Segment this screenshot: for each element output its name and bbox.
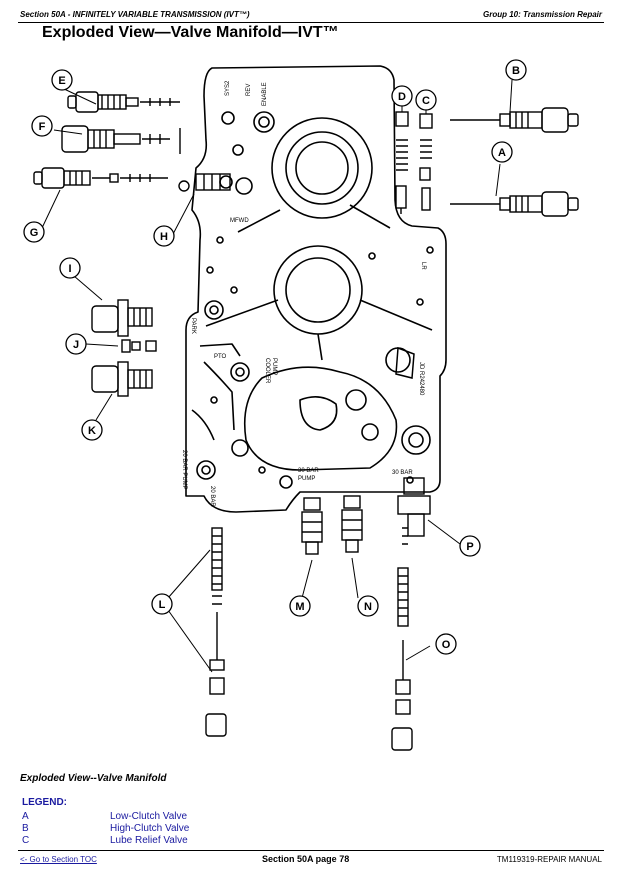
- label-sys2: SYS2: [225, 80, 231, 96]
- section-toc-link[interactable]: <- Go to Section TOC: [20, 855, 97, 864]
- solenoid-valve-i: [91, 299, 153, 337]
- valve-c-stack: [419, 113, 433, 211]
- legend-key: C: [22, 835, 30, 846]
- label-30bar-pump: 30 BAR: [298, 468, 319, 474]
- legend-label: Lube Relief Valve: [110, 835, 188, 846]
- legend-label: Low-Clutch Valve: [110, 811, 188, 822]
- solenoid-valve-g: [33, 167, 168, 189]
- middle-bore: [273, 245, 363, 335]
- callout-p: P: [466, 541, 473, 553]
- figure-caption: Exploded View--Valve Manifold: [20, 773, 167, 784]
- callout-e: E: [58, 75, 65, 87]
- callout-j: J: [73, 339, 79, 351]
- solenoid-valve-a: [450, 191, 579, 217]
- legend-row-c: C Lube Relief Valve: [22, 835, 188, 846]
- group-header: Group 10: Transmission Repair: [483, 10, 602, 19]
- callout-o: O: [442, 639, 451, 651]
- solenoid-valve-b: [450, 107, 579, 133]
- label-30bar: 30 BAR: [392, 470, 413, 476]
- footer-rule: [18, 850, 604, 851]
- valve-p: [397, 477, 431, 545]
- label-20bar: 20 BAR: [209, 486, 215, 507]
- manifold-housing: [185, 65, 447, 513]
- label-mfwd: MFWD: [230, 218, 249, 224]
- cartridge-m: [301, 497, 323, 555]
- label-cooler-pump: PUMP: [271, 358, 277, 375]
- label-lr: LR: [420, 262, 426, 270]
- callout-d: D: [398, 91, 406, 103]
- cartridge-n: [341, 495, 363, 553]
- page-number: Section 50A page 78: [262, 854, 350, 864]
- valve-h: [178, 173, 231, 192]
- label-rev: REV: [246, 84, 252, 96]
- spool-assembly-l: [205, 527, 227, 737]
- label-pump: PUMP: [298, 476, 315, 482]
- callout-l: L: [159, 599, 166, 611]
- callout-f: F: [39, 121, 46, 133]
- callout-n: N: [364, 601, 372, 613]
- solenoid-valve-e: [67, 91, 180, 113]
- legend-key: A: [22, 811, 29, 822]
- legend-row-b: B High-Clutch Valve: [22, 823, 189, 834]
- label-part-number: JD R242480: [418, 362, 424, 396]
- callout-g: G: [30, 227, 39, 239]
- jd-logo: [395, 346, 415, 379]
- fitting-j: [121, 339, 157, 353]
- legend-title: LEGEND:: [22, 797, 67, 808]
- legend-label: High-Clutch Valve: [110, 823, 190, 834]
- callout-b: B: [512, 65, 520, 77]
- header-rule: [18, 22, 604, 23]
- label-pto: PTO: [214, 354, 227, 360]
- callout-m: M: [295, 601, 304, 613]
- solenoid-valve-f: [61, 125, 181, 154]
- label-enable: ENABLE: [262, 82, 268, 106]
- spool-assembly-o: [391, 567, 413, 751]
- legend-key: B: [22, 823, 29, 834]
- label-20bar-pump: 20 BAR PUMP: [181, 450, 187, 490]
- section-header: Section 50A - INFINITELY VARIABLE TRANSM…: [20, 10, 250, 19]
- callout-h: H: [160, 231, 168, 243]
- valve-d-stack: [395, 111, 409, 214]
- callout-a: A: [498, 147, 506, 159]
- callout-k: K: [88, 425, 96, 437]
- label-park: PARK: [190, 318, 196, 334]
- callout-i: I: [68, 263, 71, 275]
- solenoid-valve-k: [91, 361, 153, 397]
- manual-id: TM119319-REPAIR MANUAL: [496, 855, 602, 864]
- page-title: Exploded View—Valve Manifold—IVT™: [42, 24, 339, 41]
- callout-c: C: [422, 95, 430, 107]
- upper-bore: [271, 117, 373, 219]
- legend-row-a: A Low-Clutch Valve: [22, 811, 187, 822]
- label-cooler: COOLER: [264, 358, 270, 384]
